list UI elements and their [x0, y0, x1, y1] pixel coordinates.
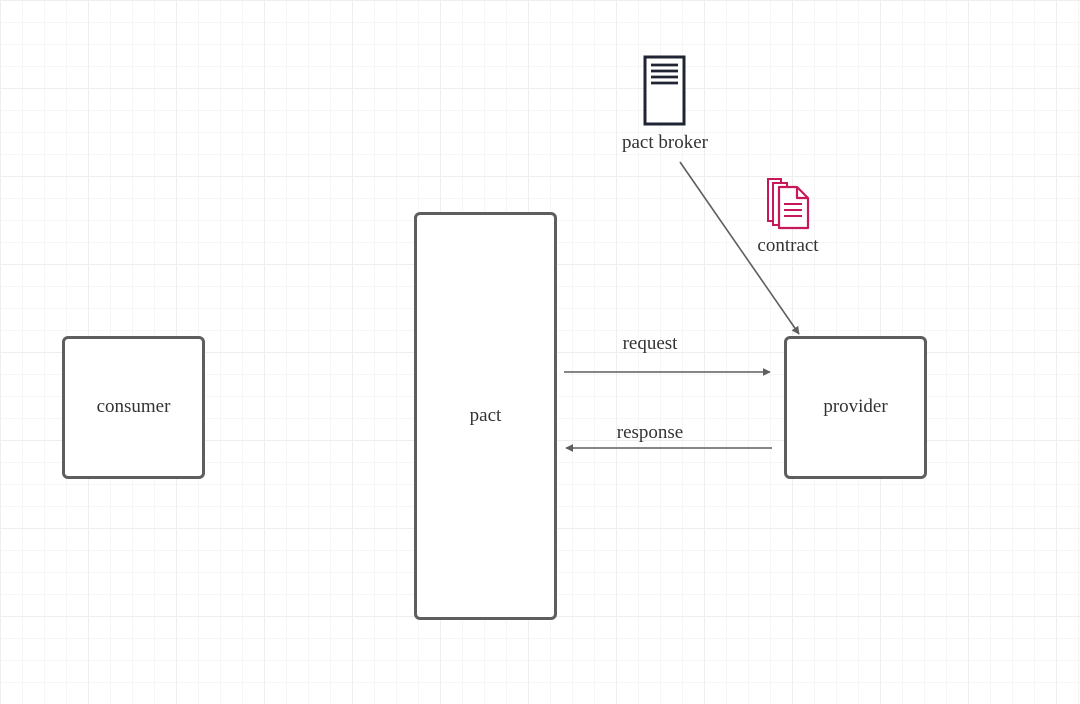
pact-node[interactable]: pact: [414, 212, 557, 620]
provider-node[interactable]: provider: [784, 336, 927, 479]
pact-label: pact: [469, 405, 502, 426]
consumer-node[interactable]: consumer: [62, 336, 205, 479]
pact-broker-label: pact broker: [622, 132, 708, 153]
contract-label: contract: [757, 235, 819, 256]
request-label: request: [622, 333, 678, 354]
consumer-label: consumer: [96, 396, 171, 417]
provider-label: provider: [823, 396, 888, 417]
server-icon[interactable]: [643, 55, 687, 127]
documents-icon[interactable]: [766, 177, 812, 231]
response-label: response: [616, 422, 684, 443]
broker-to-provider-arrow[interactable]: [679, 161, 800, 335]
